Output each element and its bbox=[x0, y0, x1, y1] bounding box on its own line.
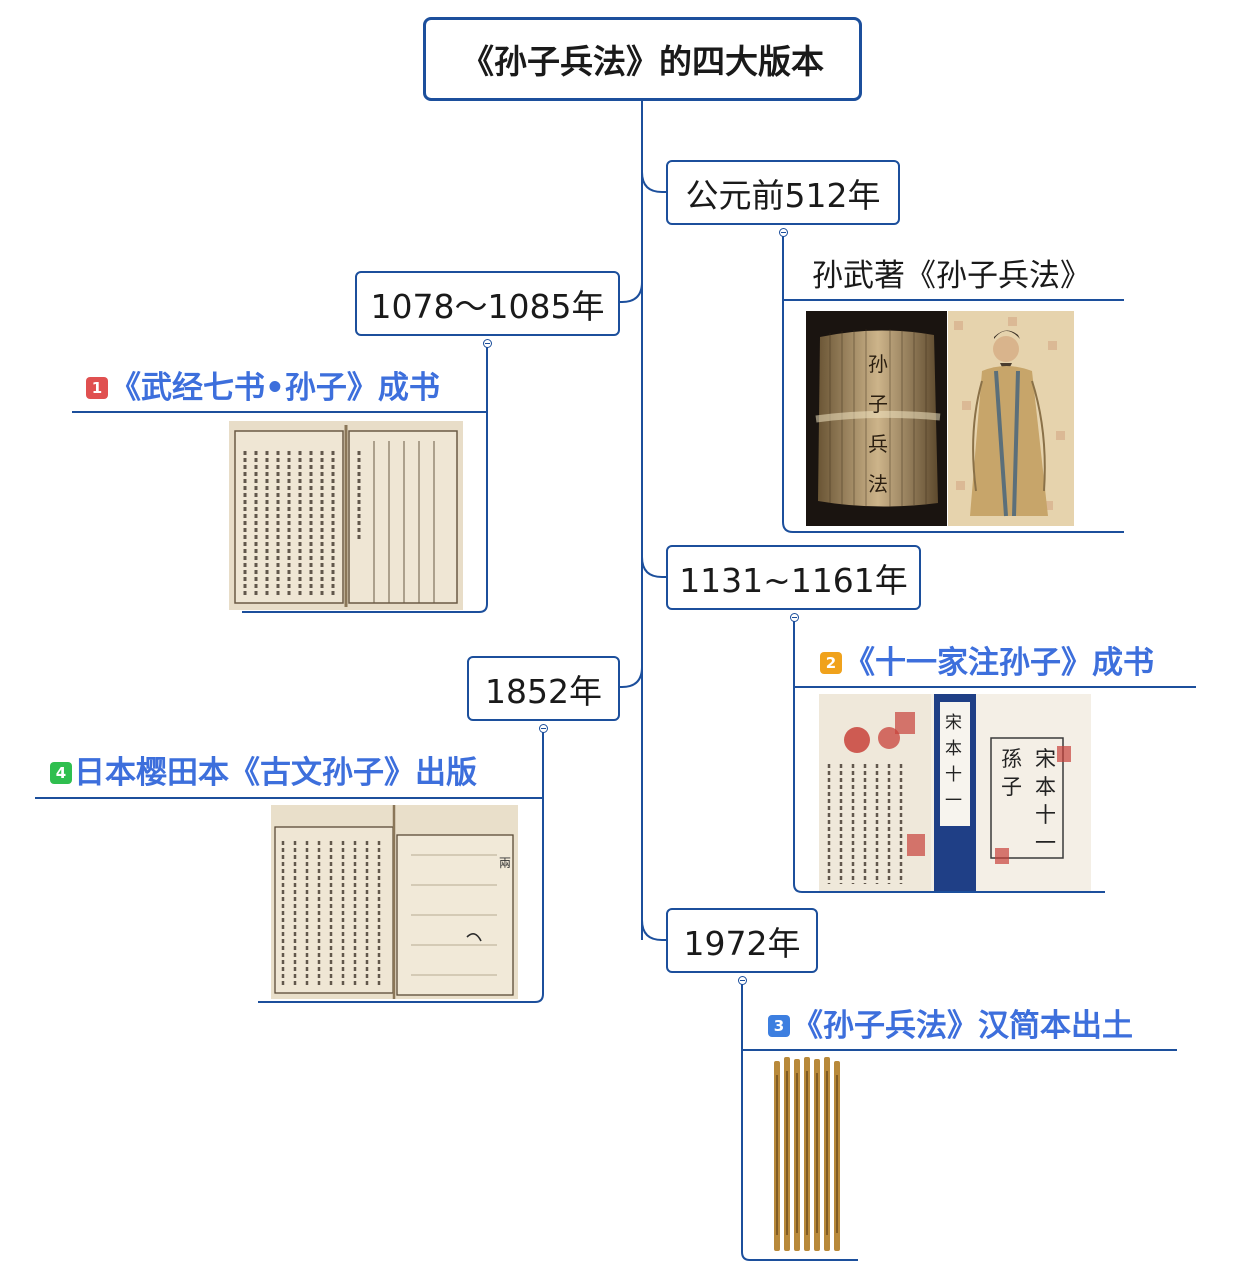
date-label: 1078～1085年 bbox=[370, 286, 605, 326]
date-label: 1131~1161年 bbox=[679, 560, 908, 600]
priority-3-badge: 3 bbox=[768, 1015, 790, 1037]
collapse-toggle[interactable] bbox=[779, 228, 788, 237]
date-node-1078[interactable]: 1078～1085年 bbox=[355, 271, 620, 336]
date-node-512bc[interactable]: 公元前512年 bbox=[666, 160, 900, 225]
topic-title-sunwu[interactable]: 孙武著《孙子兵法》 bbox=[812, 256, 1091, 296]
svg-text:十: 十 bbox=[945, 765, 962, 785]
svg-text:兵: 兵 bbox=[868, 432, 888, 456]
svg-text:一: 一 bbox=[1035, 831, 1056, 855]
bamboo-scroll-image: 孙 子 兵 法 bbox=[806, 311, 947, 526]
shiyijia-zhu-book-image: 宋 本 十 一 宋 本 十 一 孫 子 bbox=[819, 694, 1091, 891]
svg-text:本: 本 bbox=[945, 739, 962, 759]
svg-text:本: 本 bbox=[1035, 775, 1056, 799]
date-node-1131[interactable]: 1131~1161年 bbox=[666, 545, 921, 610]
priority-2-badge: 2 bbox=[820, 652, 842, 674]
wujing-qishu-book-image bbox=[229, 421, 463, 610]
sakurada-book-image: 兩 bbox=[271, 805, 518, 999]
svg-text:宋: 宋 bbox=[1035, 747, 1056, 771]
collapse-toggle[interactable] bbox=[790, 613, 799, 622]
han-bamboo-slips-image bbox=[770, 1055, 842, 1255]
svg-text:一: 一 bbox=[945, 791, 962, 811]
topic-title-text: 孙武著《孙子兵法》 bbox=[812, 258, 1091, 294]
topic-title-text: 日本樱田本《古文孙子》出版 bbox=[74, 755, 477, 791]
svg-text:子: 子 bbox=[868, 392, 888, 416]
topic-title-wujing[interactable]: 1《武经七书•孙子》成书 bbox=[86, 368, 440, 408]
date-node-1972[interactable]: 1972年 bbox=[666, 908, 818, 973]
root-title: 《孙子兵法》的四大版本 bbox=[461, 42, 824, 81]
topic-title-text: 《孙子兵法》汉简本出土 bbox=[792, 1008, 1133, 1044]
date-node-1852[interactable]: 1852年 bbox=[467, 656, 620, 721]
date-label: 1852年 bbox=[485, 671, 602, 711]
svg-text:宋: 宋 bbox=[945, 713, 962, 733]
svg-text:兩: 兩 bbox=[499, 856, 511, 870]
topic-title-text: 《十一家注孙子》成书 bbox=[844, 645, 1154, 681]
date-label: 公元前512年 bbox=[685, 175, 881, 215]
svg-text:十: 十 bbox=[1035, 803, 1056, 827]
date-label: 1972年 bbox=[683, 923, 801, 963]
collapse-toggle[interactable] bbox=[483, 339, 492, 348]
collapse-toggle[interactable] bbox=[738, 976, 747, 985]
svg-text:孫: 孫 bbox=[1001, 747, 1022, 771]
sun-wu-portrait-image bbox=[948, 311, 1074, 526]
svg-text:孙: 孙 bbox=[868, 352, 888, 376]
root-topic[interactable]: 《孙子兵法》的四大版本 bbox=[423, 17, 862, 101]
topic-title-hanjian[interactable]: 3《孙子兵法》汉简本出土 bbox=[768, 1006, 1133, 1046]
svg-text:法: 法 bbox=[868, 472, 888, 496]
topic-title-text: 《武经七书•孙子》成书 bbox=[110, 370, 440, 406]
svg-text:子: 子 bbox=[1001, 775, 1022, 799]
collapse-toggle[interactable] bbox=[539, 724, 548, 733]
topic-title-shiyijia[interactable]: 2《十一家注孙子》成书 bbox=[820, 643, 1154, 683]
priority-4-badge: 4 bbox=[50, 762, 72, 784]
priority-1-badge: 1 bbox=[86, 377, 108, 399]
